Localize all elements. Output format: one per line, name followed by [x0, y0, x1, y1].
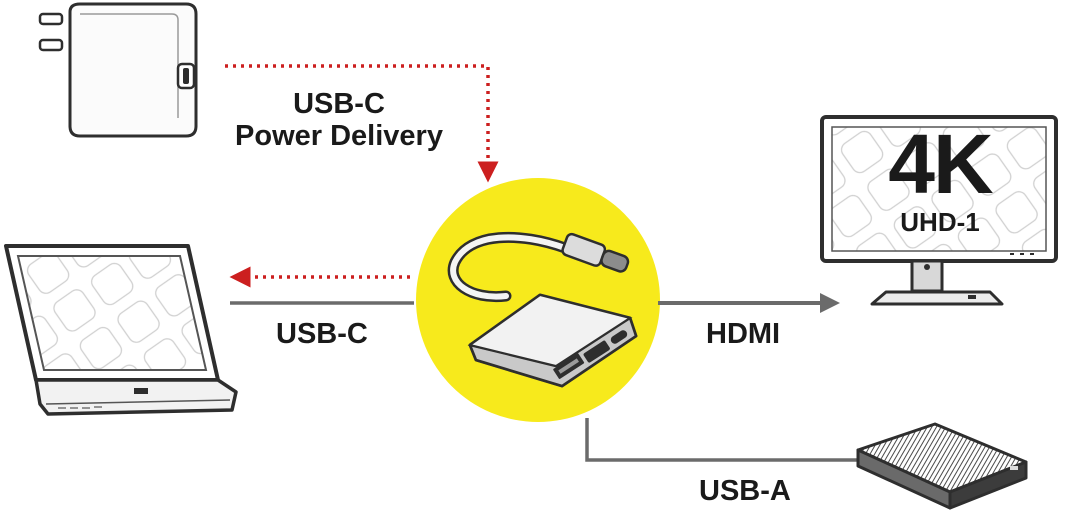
edge-usb-a — [585, 418, 860, 462]
power-adapter-icon — [38, 2, 198, 138]
monitor-standard-label: UHD-1 — [900, 207, 980, 237]
usb-c-multiport-adapter-icon — [447, 231, 638, 388]
edge-label-usb-c: USB-C — [276, 318, 368, 350]
edge-label-hdmi: HDMI — [706, 318, 781, 350]
external-drive-icon — [856, 422, 1028, 510]
edge-label-usb-a: USB-A — [699, 475, 791, 507]
laptop-icon — [4, 244, 238, 416]
edge-label-power-delivery: USB-C Power Delivery — [228, 88, 450, 153]
monitor-resolution-label: 4K — [888, 117, 993, 211]
edge-label-line-2: Power Delivery — [235, 120, 443, 153]
connection-edges — [225, 64, 860, 462]
edge-label-line-1: USB-C — [293, 88, 385, 120]
monitor-icon — [820, 115, 1058, 306]
